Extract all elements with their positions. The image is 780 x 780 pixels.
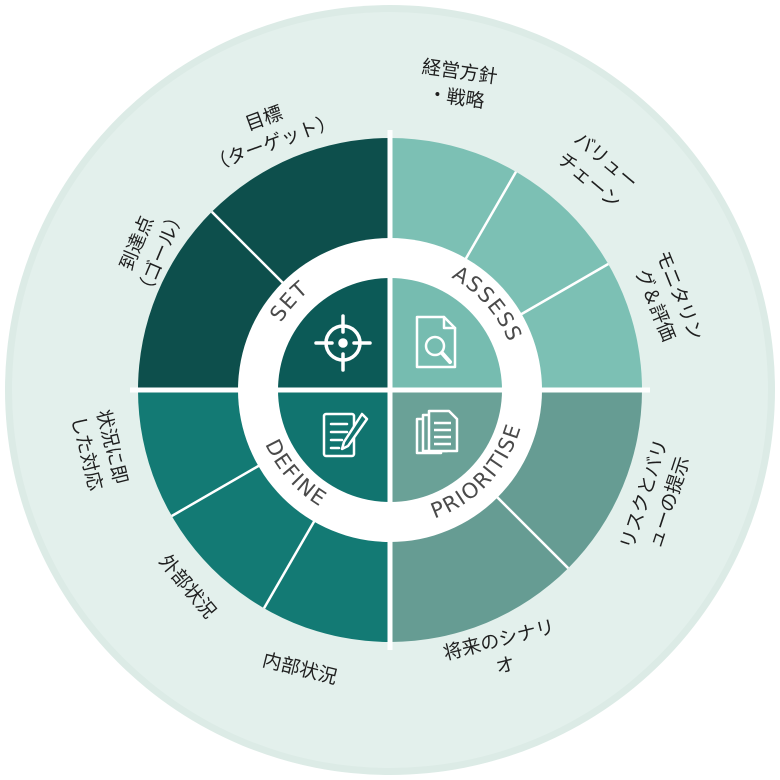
band-divider xyxy=(210,210,285,285)
inner-set xyxy=(278,278,390,390)
band-assess xyxy=(390,138,642,390)
edit-document-icon xyxy=(322,412,369,458)
documents-icon xyxy=(415,409,459,455)
band-define xyxy=(138,390,390,642)
band-divider xyxy=(495,495,570,570)
band-divider xyxy=(519,262,609,317)
document-search-icon xyxy=(415,315,457,369)
crosshair-icon xyxy=(314,314,372,372)
label-line: オ xyxy=(494,653,518,679)
band-divider xyxy=(463,171,518,261)
band-divider xyxy=(171,463,261,518)
band-divider xyxy=(262,519,317,609)
band-ring xyxy=(138,138,642,642)
